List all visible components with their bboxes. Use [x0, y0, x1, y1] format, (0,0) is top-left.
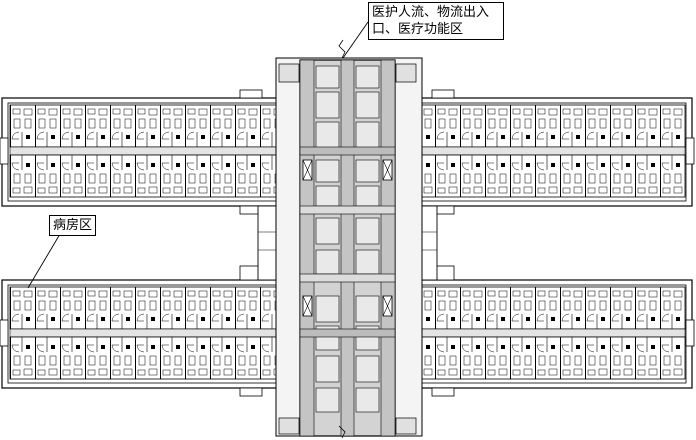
lower-ward-wing [0, 265, 695, 397]
entrance-leader-line [342, 21, 369, 59]
entrance-callout: 医护人流、物流出入 口、医疗功能区 [368, 2, 504, 40]
ward-leader-line [27, 233, 61, 289]
ward-callout: 病房区 [49, 215, 97, 236]
ward-callout-label: 病房区 [53, 218, 93, 233]
entrance-callout-line1: 医护人流、物流出入 [372, 5, 490, 20]
central-spine [275, 39, 423, 439]
entrance-callout-line2: 口、医疗功能区 [372, 22, 464, 37]
